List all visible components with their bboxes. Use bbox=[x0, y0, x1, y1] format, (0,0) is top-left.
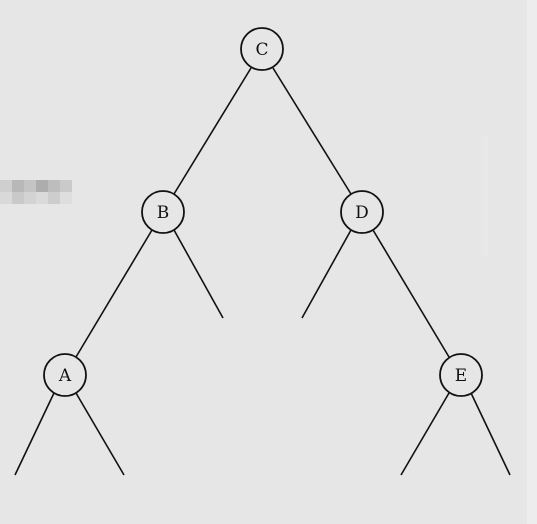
node-label-e: E bbox=[455, 366, 467, 386]
tree-node-e: E bbox=[439, 353, 483, 397]
edge-d-left-empty bbox=[301, 229, 352, 319]
right-edge-strip bbox=[527, 0, 537, 524]
node-label-c: C bbox=[255, 40, 268, 60]
faint-background-panel bbox=[478, 136, 488, 256]
edge-e-left-empty bbox=[400, 392, 450, 476]
node-label-d: D bbox=[355, 203, 369, 223]
edge-d-e bbox=[372, 229, 450, 358]
edge-c-d bbox=[272, 67, 352, 195]
edge-b-a bbox=[75, 229, 153, 358]
edge-e-right-empty bbox=[470, 392, 511, 476]
edge-c-b bbox=[173, 67, 252, 195]
node-label-a: A bbox=[58, 366, 72, 386]
edge-b-right-empty bbox=[173, 229, 224, 319]
tree-node-b: B bbox=[141, 190, 185, 234]
pixelated-redaction-mark bbox=[0, 180, 72, 204]
tree-node-d: D bbox=[340, 190, 384, 234]
node-label-b: B bbox=[157, 203, 170, 223]
tree-node-c: C bbox=[240, 27, 284, 71]
edge-a-right-empty bbox=[75, 392, 125, 476]
edge-a-left-empty bbox=[14, 392, 55, 476]
tree-node-a: A bbox=[43, 353, 87, 397]
